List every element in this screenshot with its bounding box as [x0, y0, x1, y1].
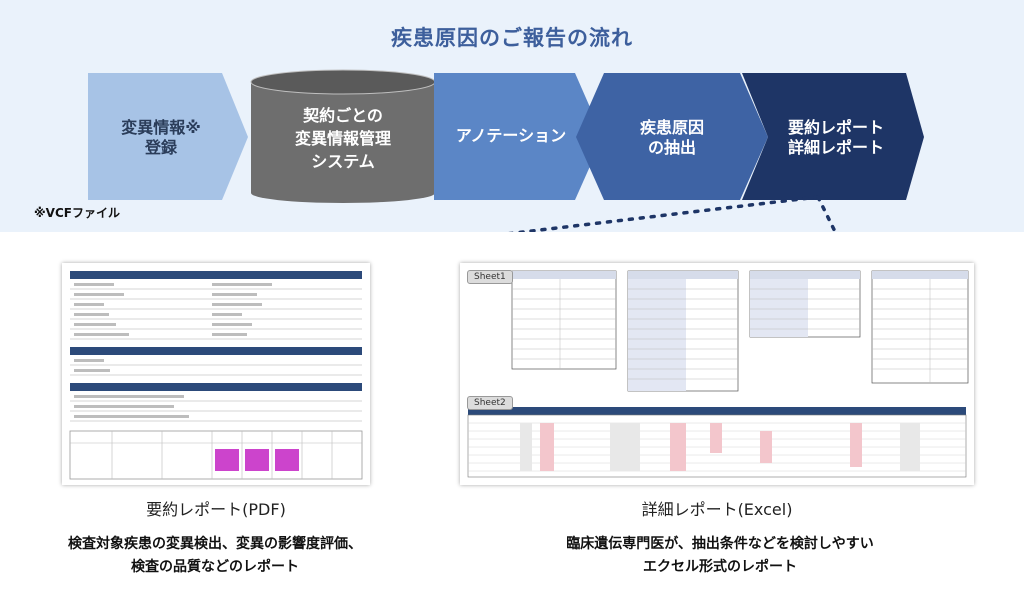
- pdf-report-description: 検査対象疾患の変異検出、変異の影響度評価、 検査の品質などのレポート: [68, 536, 362, 575]
- connector-to-pdf: [508, 195, 820, 232]
- step-registration-shape: [88, 73, 248, 200]
- diagram-title: 疾患原因のご報告の流れ: [391, 26, 633, 50]
- step-report-shape: [742, 73, 924, 200]
- excel-report-description: 臨床遺伝専門医が、抽出条件などを検討しやすい エクセル形式のレポート: [566, 536, 874, 575]
- connector-to-excel: [816, 195, 838, 232]
- step-registration-label: 変異情報※ 登録: [121, 118, 201, 157]
- excel-sheet1-tab: Sheet1: [467, 270, 513, 284]
- pdf-report-caption: 要約レポート(PDF): [146, 500, 286, 519]
- pdf-report-preview: [69, 271, 363, 480]
- step-database-cylinder: [250, 69, 436, 203]
- step-extraction-shape: [576, 73, 768, 200]
- step-report-label: 要約レポート 詳細レポート: [787, 118, 884, 157]
- step-database-label: 契約ごとの 変異情報管理 システム: [294, 106, 391, 171]
- excel-report-thumbnail: [460, 263, 974, 485]
- pdf-report-thumbnail: [62, 263, 370, 485]
- excel-report-preview: [467, 270, 969, 478]
- step-annotation-shape: [434, 73, 603, 200]
- step-annotation-label: アノテーション: [455, 126, 567, 145]
- vcf-footnote: ※VCFファイル: [34, 206, 120, 220]
- step-extraction-label: 疾患原因 の抽出: [639, 118, 704, 157]
- excel-report-caption: 詳細レポート(Excel): [641, 500, 793, 519]
- excel-sheet2-tab: Sheet2: [467, 396, 513, 410]
- flow-diagram: [88, 69, 924, 232]
